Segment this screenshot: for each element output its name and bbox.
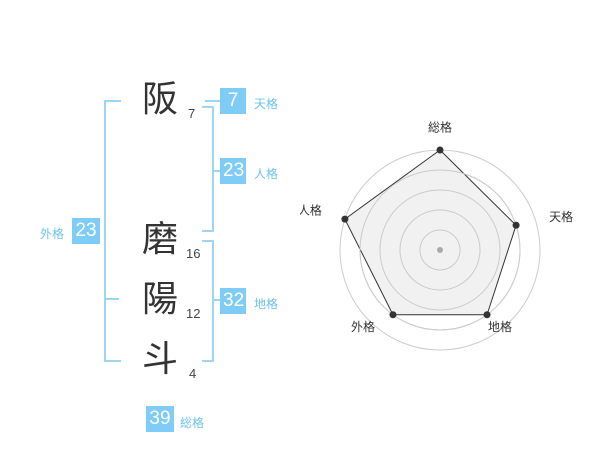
- radar-axis-label-4: 外格: [351, 319, 375, 334]
- radar-grid-ring-overlay: [379, 189, 501, 311]
- chikaku-connector: [212, 299, 220, 301]
- tenkaku-connector: [205, 100, 220, 102]
- jinkaku-bracket: [202, 106, 214, 232]
- radar-point-5: [341, 215, 349, 223]
- name-char-1: 阪: [141, 79, 178, 120]
- name-char-4: 斗: [141, 339, 178, 380]
- stroke-count-3: 12: [186, 306, 201, 321]
- chikaku-label: 地格: [254, 297, 279, 311]
- tenkaku-badge: 7: [220, 88, 246, 114]
- radar-point-4: [389, 311, 397, 319]
- radar-center-dot: [437, 247, 443, 253]
- chikaku-badge: 32: [220, 288, 246, 314]
- radar-grid-ring-overlay: [419, 229, 461, 271]
- soukaku-badge: 39: [146, 406, 174, 432]
- radar-point-3: [483, 311, 491, 319]
- stroke-count-4: 4: [189, 366, 197, 381]
- gaikaku-label: 外格: [40, 227, 65, 241]
- radar-axis-label-1: 総格: [428, 120, 452, 135]
- radar-grid-ring-overlay: [399, 209, 481, 291]
- radar-grid-ring-overlay: [359, 169, 521, 331]
- chikaku-bracket: [202, 240, 214, 362]
- jinkaku-badge: 23: [220, 158, 246, 184]
- jinkaku-label: 人格: [254, 167, 279, 181]
- radar-point-2: [512, 221, 520, 229]
- radar-point-1: [436, 146, 444, 154]
- radar-axis-label-2: 天格: [549, 209, 573, 224]
- jinkaku-connector: [212, 170, 220, 172]
- gaikaku-badge: 23: [72, 218, 100, 244]
- name-char-2: 磨: [141, 219, 178, 260]
- tenkaku-label: 天格: [254, 97, 279, 111]
- gaikaku-bracket: [104, 100, 121, 362]
- soukaku-label: 総格: [180, 416, 205, 430]
- stroke-count-1: 7: [188, 106, 196, 121]
- name-char-3: 陽: [141, 279, 178, 320]
- gaikaku-inner-tick: [104, 298, 119, 300]
- radar-axis-label-3: 地格: [488, 319, 512, 334]
- radar-axis-label-5: 人格: [300, 203, 322, 218]
- stroke-count-2: 16: [186, 246, 201, 261]
